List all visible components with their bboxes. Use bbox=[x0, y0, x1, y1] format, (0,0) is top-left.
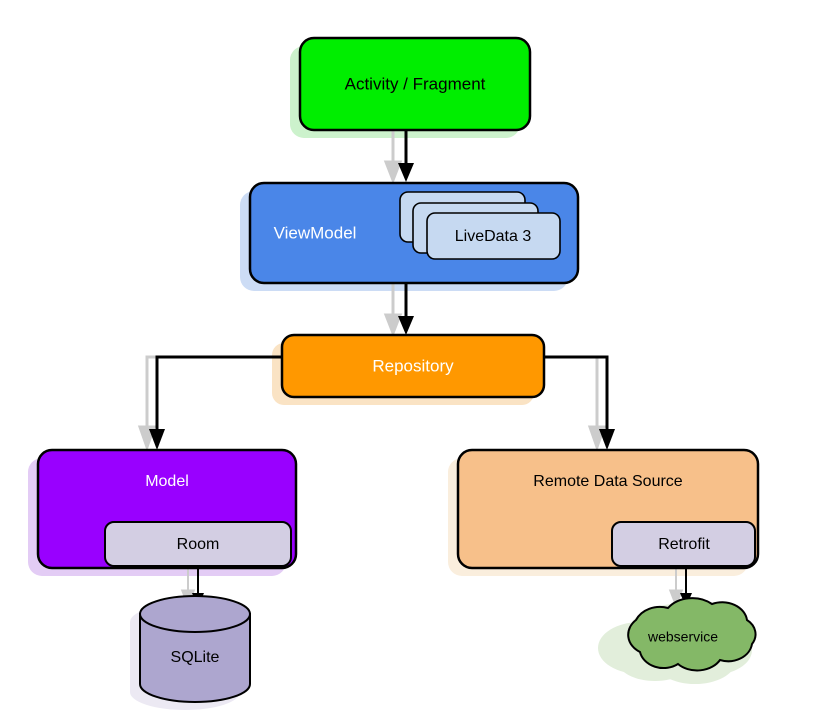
repository-box[interactable] bbox=[280, 333, 546, 399]
room-box[interactable] bbox=[104, 521, 292, 567]
sqlite-cylinder-top bbox=[139, 595, 251, 633]
node-retrofit[interactable]: Retrofit bbox=[611, 521, 756, 567]
sqlite-cylinder-body[interactable] bbox=[139, 613, 251, 703]
activity-fragment-box[interactable] bbox=[298, 36, 532, 132]
connectors bbox=[149, 130, 692, 607]
retrofit-label: Retrofit bbox=[658, 536, 710, 553]
webservice-label: webservice bbox=[647, 629, 718, 645]
model-label: Model bbox=[145, 473, 189, 490]
node-activity-fragment[interactable]: Activity / Fragment bbox=[298, 36, 532, 132]
livedata-card-front[interactable] bbox=[426, 212, 561, 260]
webservice-cloud-shape[interactable] bbox=[627, 597, 757, 672]
connector-activity-to-viewmodel bbox=[398, 130, 414, 182]
viewmodel-label: ViewModel bbox=[274, 223, 357, 242]
room-label: Room bbox=[177, 536, 220, 553]
connector-repository-to-remote bbox=[544, 355, 615, 450]
activity-fragment-label: Activity / Fragment bbox=[345, 74, 486, 93]
node-sqlite[interactable]: SQLite bbox=[139, 595, 251, 703]
node-remote-data-source[interactable]: Remote Data Source Retrofit bbox=[456, 448, 760, 570]
retrofit-box[interactable] bbox=[611, 521, 756, 567]
livedata-card-front-label: LiveData 3 bbox=[455, 228, 532, 245]
node-webservice[interactable]: webservice bbox=[627, 597, 757, 672]
repository-label: Repository bbox=[372, 356, 454, 375]
node-model[interactable]: Model Room bbox=[36, 448, 298, 570]
node-viewmodel[interactable]: ViewModel LiveData 3 bbox=[248, 181, 580, 285]
livedata-stack[interactable]: LiveData 3 bbox=[399, 191, 561, 260]
node-room[interactable]: Room bbox=[104, 521, 292, 567]
node-repository[interactable]: Repository bbox=[280, 333, 546, 399]
connector-viewmodel-to-repository bbox=[398, 283, 414, 335]
sqlite-label: SQLite bbox=[171, 649, 220, 666]
connector-repository-to-model bbox=[149, 355, 282, 450]
remote-data-source-label: Remote Data Source bbox=[533, 473, 683, 490]
